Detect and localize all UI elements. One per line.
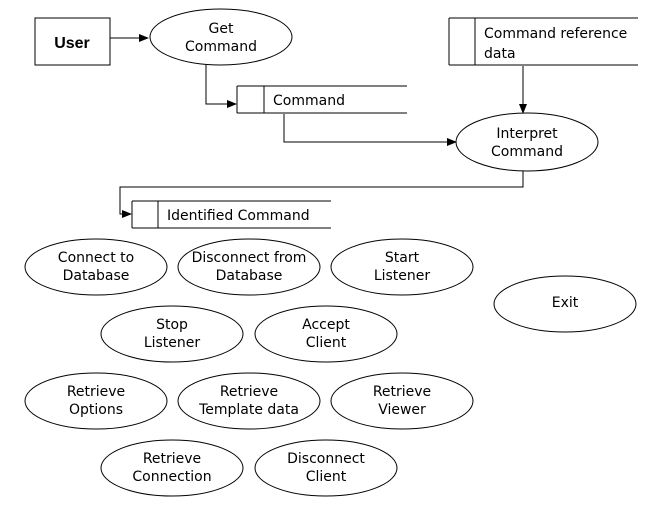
command-store-label: Command: [273, 93, 345, 109]
disconnect-client-label-line-2: Client: [306, 469, 347, 485]
user-entity-label: User: [54, 35, 90, 52]
command-reference-data-store: Command reference data: [448, 17, 638, 66]
connect-to-database-label-line-2: Database: [63, 268, 130, 284]
arrow-command-store-to-interpret: [283, 114, 457, 146]
start-listener-process: Start Listener: [330, 238, 474, 296]
user-entity: User: [34, 17, 111, 66]
get-command-process: Get Command: [149, 8, 293, 66]
identified-command-data-store: Identified Command: [131, 200, 331, 229]
retrieve-connection-label-line-2: Connection: [132, 469, 211, 485]
disconnect-from-database-label-line-1: Disconnect from: [192, 250, 307, 266]
disconnect-from-database-label-line-2: Database: [216, 268, 283, 284]
stop-listener-process: Stop Listener: [100, 305, 244, 363]
get-command-label-line-1: Get: [209, 21, 234, 37]
command-data-store: Command: [236, 85, 407, 114]
arrow-interpret-to-identified-command: [119, 171, 524, 218]
stop-listener-label-line-1: Stop: [156, 317, 188, 333]
retrieve-connection-process: Retrieve Connection: [100, 439, 244, 497]
get-command-label-line-2: Command: [185, 39, 257, 55]
disconnect-client-label-line-1: Disconnect: [287, 451, 365, 467]
interpret-command-process: Interpret Command: [455, 112, 599, 172]
disconnect-client-process: Disconnect Client: [254, 439, 398, 497]
flow-arrows: [110, 34, 527, 218]
retrieve-options-label-line-2: Options: [69, 402, 123, 418]
retrieve-viewer-process: Retrieve Viewer: [330, 372, 474, 430]
exit-label: Exit: [552, 295, 579, 311]
retrieve-options-label-line-1: Retrieve: [67, 384, 125, 400]
retrieve-template-data-label-line-1: Retrieve: [220, 384, 278, 400]
stop-listener-label-line-2: Listener: [144, 335, 201, 351]
accept-client-process: Accept Client: [254, 305, 398, 363]
retrieve-template-data-process: Retrieve Template data: [177, 372, 321, 430]
start-listener-label-line-2: Listener: [374, 268, 431, 284]
retrieve-template-data-label-line-2: Template data: [198, 402, 299, 418]
retrieve-viewer-label-line-1: Retrieve: [373, 384, 431, 400]
connect-to-database-process: Connect to Database: [24, 238, 168, 296]
retrieve-connection-label-line-1: Retrieve: [143, 451, 201, 467]
connect-to-database-label-line-1: Connect to: [58, 250, 134, 266]
command-reference-label-line-1: Command reference: [484, 26, 627, 42]
retrieve-options-process: Retrieve Options: [24, 372, 168, 430]
arrow-get-command-to-command-store: [205, 65, 237, 108]
accept-client-label-line-1: Accept: [302, 317, 350, 333]
retrieve-viewer-label-line-2: Viewer: [378, 402, 426, 418]
start-listener-label-line-1: Start: [385, 250, 420, 266]
disconnect-from-database-process: Disconnect from Database: [177, 238, 321, 296]
interpret-command-label-line-1: Interpret: [496, 126, 558, 142]
exit-process: Exit: [493, 275, 637, 333]
interpret-command-label-line-2: Command: [491, 144, 563, 160]
accept-client-label-line-2: Client: [306, 335, 347, 351]
identified-command-label: Identified Command: [167, 208, 310, 224]
command-reference-label-line-2: data: [484, 46, 516, 62]
